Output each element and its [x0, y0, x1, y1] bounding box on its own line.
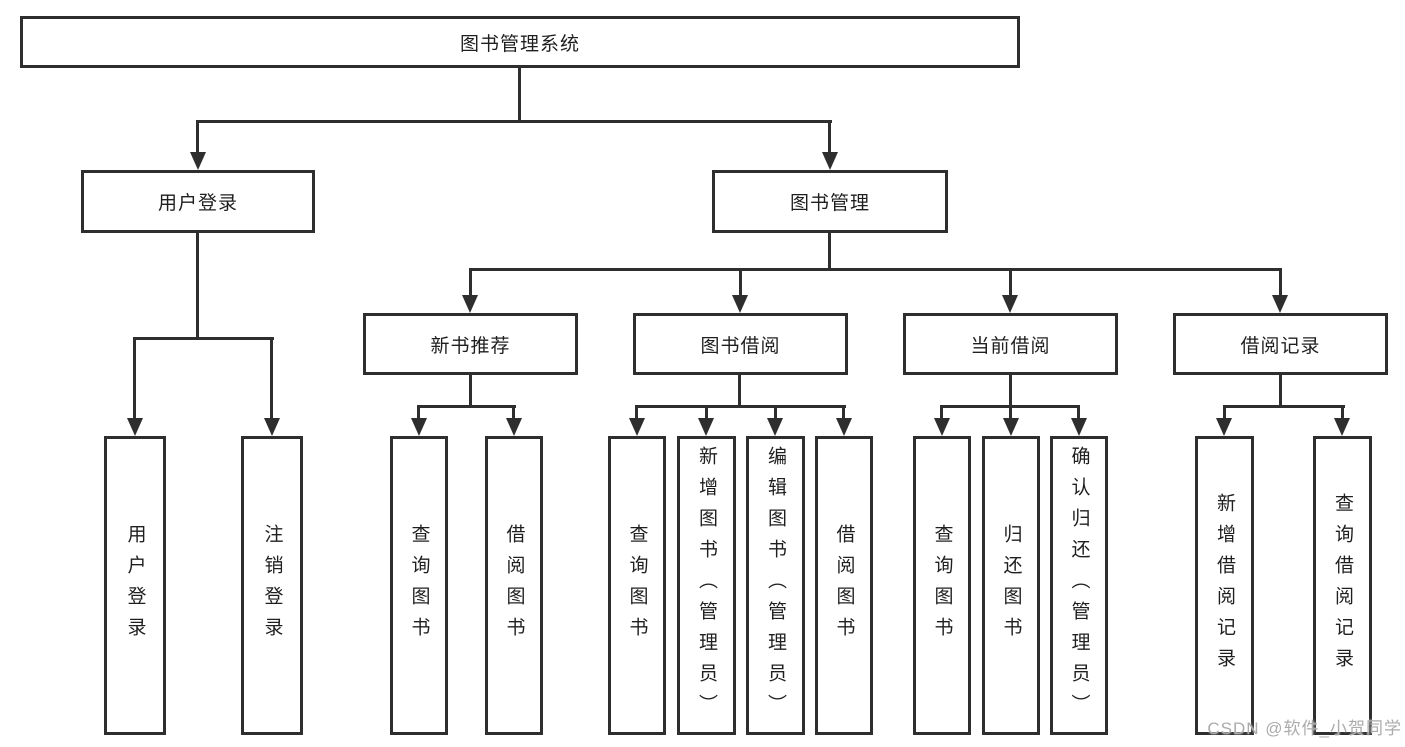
edge-leaf-drop	[635, 405, 638, 420]
node-user-login: 用户登录	[81, 170, 315, 233]
csdn-watermark: CSDN @软件_小贺同学	[1207, 719, 1402, 738]
node-query-books-recommend: 查询图书	[390, 436, 448, 735]
edge-leaf-drop	[1009, 405, 1012, 420]
edge-user-login-bus	[133, 337, 274, 340]
node-label: 查询图书	[931, 523, 953, 648]
node-book-management: 图书管理	[712, 170, 948, 233]
node-add-book-admin: 新增图书（管理员）	[677, 436, 736, 735]
node-add-borrow-record: 新增借阅记录	[1195, 436, 1254, 735]
arrow-down-icon	[1272, 295, 1288, 313]
edge-leaf-drop	[1077, 405, 1080, 420]
arrow-down-icon	[732, 295, 748, 313]
node-label: 编辑图书（管理员）	[765, 446, 786, 725]
node-label: 图书管理	[789, 193, 870, 214]
edge-root-bus	[197, 120, 832, 123]
edge-root-to-book-management	[828, 120, 831, 154]
arrow-down-icon	[127, 418, 143, 436]
node-label: 查询图书	[626, 523, 648, 648]
arrow-down-icon	[767, 418, 783, 436]
node-new-book-recommend: 新书推荐	[363, 313, 578, 375]
edge-leaf-drop	[417, 405, 420, 420]
node-label: 图书借阅	[700, 335, 781, 357]
edge-leaf-drop	[1223, 405, 1226, 420]
arrow-down-icon	[934, 418, 950, 436]
edge-leaf-drop	[705, 405, 708, 420]
arrow-down-icon	[1071, 418, 1087, 436]
node-query-books-borrowing: 查询图书	[608, 436, 666, 735]
node-user-login-leaf: 用户登录	[104, 436, 166, 735]
node-logout: 注销登录	[241, 436, 303, 735]
node-borrowing-records: 借阅记录	[1173, 313, 1388, 375]
edge-leaf-drop	[1341, 405, 1344, 420]
edge-to-new-book-recommend	[469, 268, 472, 296]
edge-book-borrowing-stem	[738, 375, 741, 405]
arrow-down-icon	[698, 418, 714, 436]
edge-leaf-drop	[512, 405, 515, 420]
edge-to-current-borrowing	[1009, 268, 1012, 296]
arrow-down-icon	[822, 152, 838, 170]
node-label: 用户登录	[124, 523, 146, 648]
edge-leaf-drop	[774, 405, 777, 420]
node-edit-book-admin: 编辑图书（管理员）	[746, 436, 805, 735]
edge-new-book-recommend-stem	[469, 375, 472, 405]
arrow-down-icon	[836, 418, 852, 436]
node-current-borrowing: 当前借阅	[903, 313, 1118, 375]
arrow-down-icon	[1003, 418, 1019, 436]
edge-to-book-borrowing	[739, 268, 742, 296]
node-label: 借阅图书	[503, 523, 525, 648]
node-label: 新书推荐	[430, 335, 511, 357]
arrow-down-icon	[462, 295, 478, 313]
edge-borrowing-records-bus	[1223, 405, 1345, 408]
edge-book-management-stem	[828, 233, 831, 271]
node-borrow-books-recommend: 借阅图书	[485, 436, 543, 735]
edge-to-user-login-leaf	[133, 337, 136, 419]
node-borrow-books-borrowing: 借阅图书	[815, 436, 873, 735]
node-label: 借阅图书	[833, 523, 855, 648]
node-return-book: 归还图书	[982, 436, 1040, 735]
edge-book-borrowing-bus	[635, 405, 846, 408]
node-label: 查询图书	[408, 523, 430, 648]
node-query-borrow-record: 查询借阅记录	[1313, 436, 1372, 735]
edge-to-logout-leaf	[270, 337, 273, 419]
edge-user-login-stem	[196, 233, 199, 337]
node-confirm-return-admin: 确认归还（管理员）	[1050, 436, 1108, 735]
arrow-down-icon	[1216, 418, 1232, 436]
edge-new-book-recommend-bus	[417, 405, 516, 408]
arrow-down-icon	[190, 152, 206, 170]
arrow-down-icon	[506, 418, 522, 436]
arrow-down-icon	[411, 418, 427, 436]
edge-to-borrowing-records	[1279, 268, 1282, 296]
edge-root-stem	[518, 68, 521, 120]
node-library-management-system: 图书管理系统	[20, 16, 1020, 68]
node-label: 用户登录	[157, 193, 238, 214]
node-book-borrowing: 图书借阅	[633, 313, 848, 375]
edge-book-management-bus	[469, 268, 1282, 271]
edge-current-borrowing-stem	[1009, 375, 1012, 405]
node-label: 确认归还（管理员）	[1068, 446, 1090, 725]
edge-root-to-user-login	[196, 120, 199, 154]
arrow-down-icon	[629, 418, 645, 436]
arrow-down-icon	[264, 418, 280, 436]
node-label: 新增借阅记录	[1214, 492, 1235, 679]
node-label: 借阅记录	[1240, 335, 1321, 357]
arrow-down-icon	[1002, 295, 1018, 313]
node-label: 归还图书	[1000, 523, 1022, 648]
node-label: 注销登录	[261, 523, 283, 648]
arrow-down-icon	[1334, 418, 1350, 436]
node-label: 查询借阅记录	[1332, 492, 1353, 679]
edge-leaf-drop	[842, 405, 845, 420]
node-query-books-current: 查询图书	[913, 436, 971, 735]
edge-leaf-drop	[940, 405, 943, 420]
node-label: 新增图书（管理员）	[696, 446, 717, 725]
node-label: 图书管理系统	[459, 33, 580, 55]
edge-borrowing-records-stem	[1279, 375, 1282, 405]
node-label: 当前借阅	[970, 335, 1051, 357]
